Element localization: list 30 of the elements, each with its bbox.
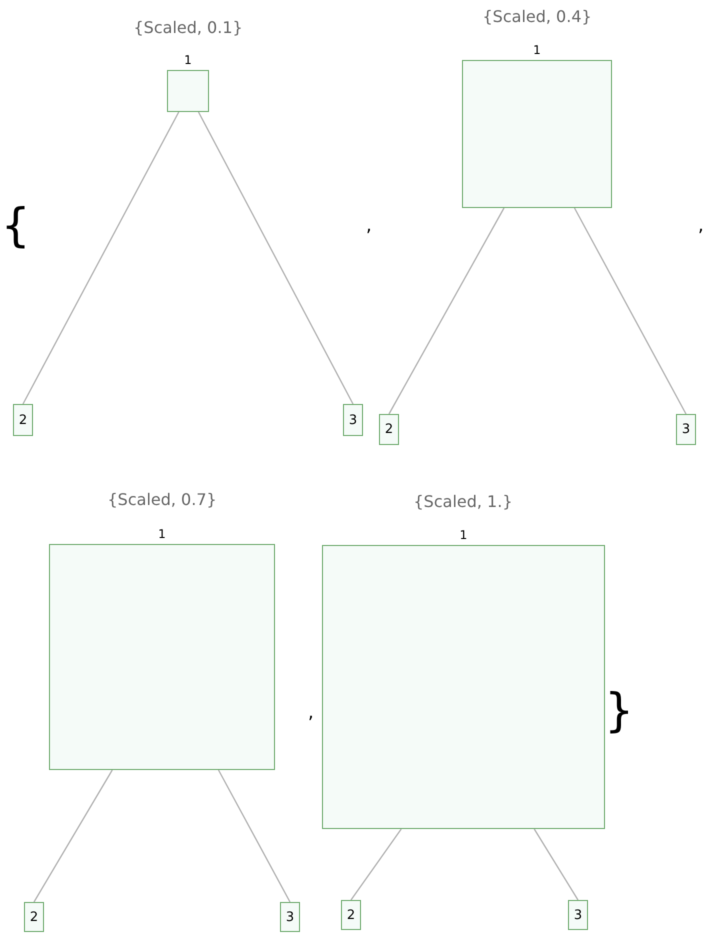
graph-vertex: 3 bbox=[568, 900, 588, 930]
vertex-label: 1 bbox=[533, 43, 541, 57]
list-brace: { bbox=[1, 202, 30, 248]
vertex-label: 1 bbox=[158, 527, 166, 541]
graph-vertex: 3 bbox=[280, 902, 300, 932]
edge-line bbox=[218, 770, 291, 902]
edge-line bbox=[388, 208, 505, 414]
graph-title: {Scaled, 1.} bbox=[414, 492, 512, 512]
graph-vertex: 3 bbox=[343, 404, 363, 436]
graph-title: {Scaled, 0.4} bbox=[482, 7, 592, 27]
graph-title: {Scaled, 0.1} bbox=[134, 18, 243, 38]
edge-line bbox=[198, 112, 354, 404]
list-comma: , bbox=[366, 217, 372, 235]
edge-line bbox=[534, 828, 579, 900]
list-comma: , bbox=[698, 217, 704, 235]
edge-line bbox=[33, 770, 113, 902]
edge-line bbox=[350, 828, 402, 900]
list-brace: } bbox=[604, 687, 634, 733]
graph-vertex: 2 bbox=[379, 414, 399, 445]
edge-line bbox=[22, 112, 180, 404]
vertex-label: 1 bbox=[184, 53, 192, 67]
graph-vertex: 2 bbox=[13, 404, 33, 436]
graph-vertex: 2 bbox=[341, 900, 361, 930]
graph-vertex: 2 bbox=[24, 902, 44, 932]
vertex-label: 1 bbox=[460, 528, 468, 542]
list-comma: , bbox=[308, 704, 314, 722]
graph-vertex: 3 bbox=[676, 414, 696, 445]
graph-vertex bbox=[167, 53, 209, 112]
edge-line bbox=[574, 208, 687, 414]
graph-title: {Scaled, 0.7} bbox=[108, 490, 217, 510]
